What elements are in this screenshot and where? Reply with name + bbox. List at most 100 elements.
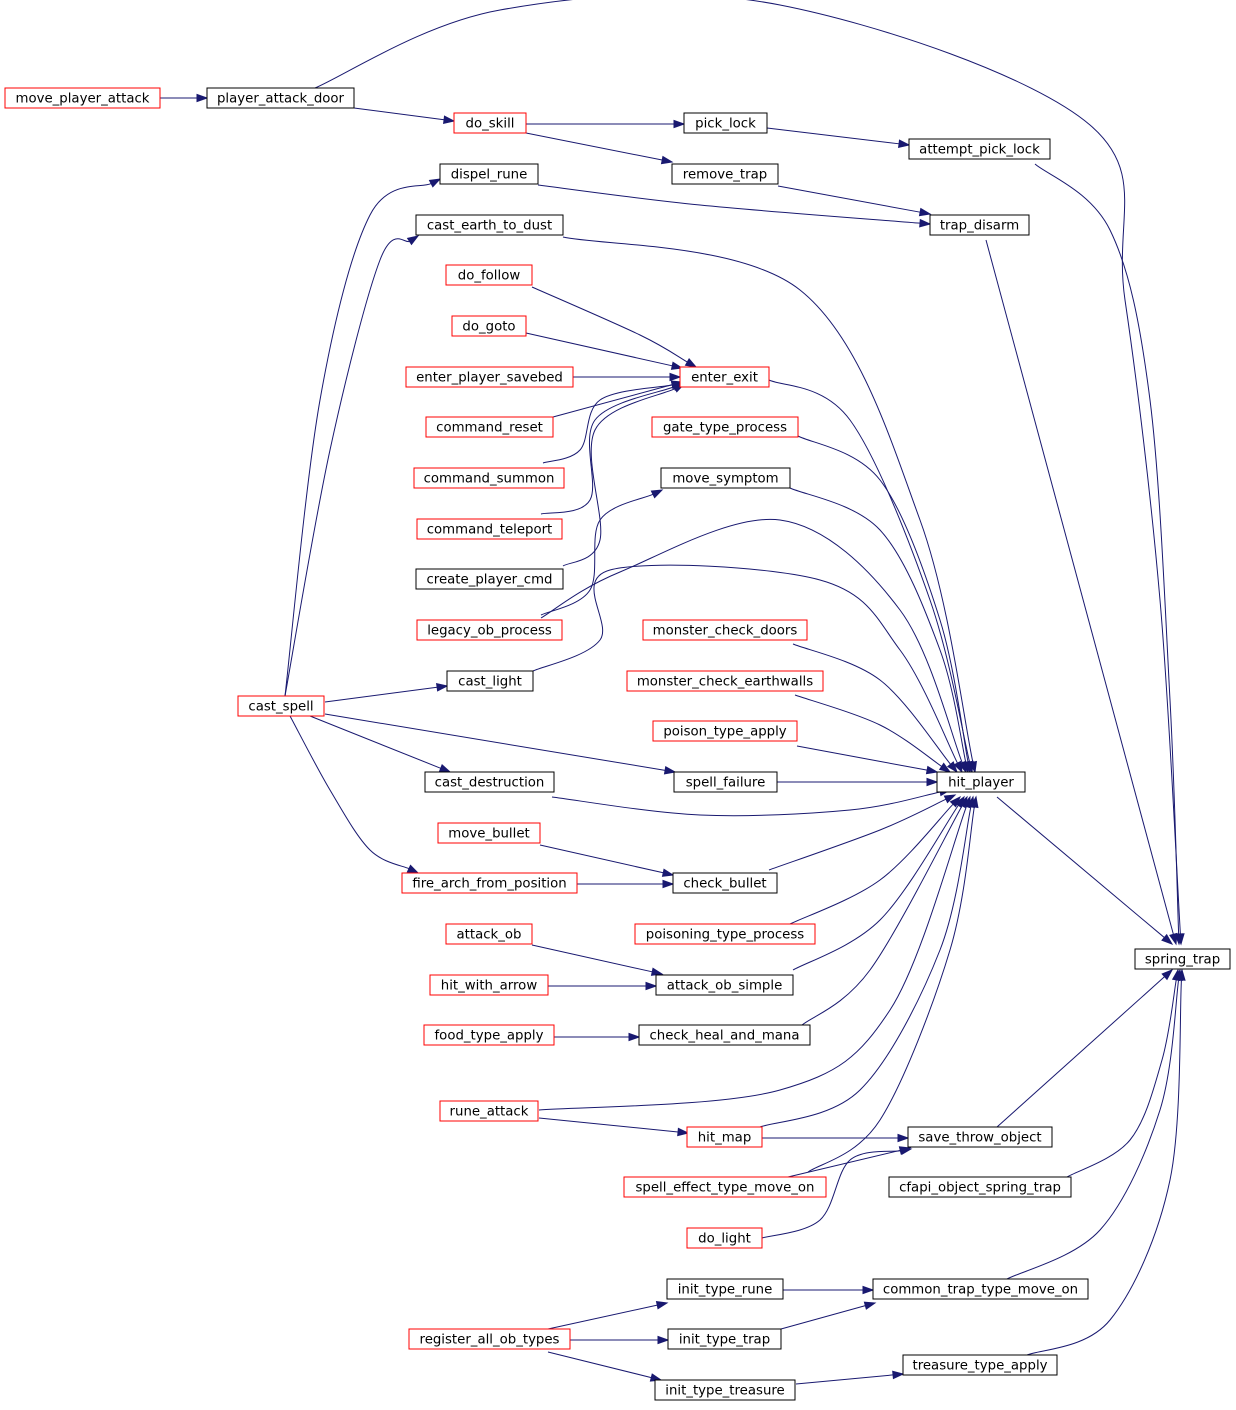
node-command_summon[interactable]: command_summon <box>413 467 565 489</box>
node-attack_ob[interactable]: attack_ob <box>445 923 533 945</box>
node-box[interactable] <box>405 366 574 388</box>
node-box[interactable] <box>416 518 563 540</box>
node-move_symptom[interactable]: move_symptom <box>660 467 791 489</box>
node-cast_light[interactable]: cast_light <box>446 670 534 692</box>
node-trap_disarm[interactable]: trap_disarm <box>929 214 1030 236</box>
node-box[interactable] <box>425 416 554 438</box>
node-move_player_attack[interactable]: move_player_attack <box>4 87 161 109</box>
node-box[interactable] <box>671 163 779 185</box>
node-box[interactable] <box>453 112 527 134</box>
node-box[interactable] <box>437 822 541 844</box>
node-food_type_apply[interactable]: food_type_apply <box>423 1024 555 1046</box>
node-command_reset[interactable]: command_reset <box>425 416 554 438</box>
node-box[interactable] <box>908 138 1051 160</box>
node-box[interactable] <box>423 1024 555 1046</box>
node-do_skill[interactable]: do_skill <box>453 112 527 134</box>
node-box[interactable] <box>660 467 791 489</box>
node-treasure_type_apply[interactable]: treasure_type_apply <box>902 1354 1058 1376</box>
node-box[interactable] <box>652 720 798 742</box>
node-box[interactable] <box>237 695 325 717</box>
node-move_bullet[interactable]: move_bullet <box>437 822 541 844</box>
node-box[interactable] <box>445 923 533 945</box>
node-box[interactable] <box>206 87 355 109</box>
node-box[interactable] <box>416 619 563 641</box>
node-box[interactable] <box>451 315 527 337</box>
node-box[interactable] <box>445 264 533 286</box>
node-register_all_ob_types[interactable]: register_all_ob_types <box>408 1328 571 1350</box>
node-box[interactable] <box>642 619 808 641</box>
node-box[interactable] <box>686 1227 763 1249</box>
node-common_trap_type_move_on[interactable]: common_trap_type_move_on <box>872 1278 1089 1300</box>
node-player_attack_door[interactable]: player_attack_door <box>206 87 355 109</box>
node-box[interactable] <box>666 1278 784 1300</box>
node-create_player_cmd[interactable]: create_player_cmd <box>415 568 564 590</box>
node-box[interactable] <box>413 467 565 489</box>
node-attack_ob_simple[interactable]: attack_ob_simple <box>655 974 794 996</box>
node-box[interactable] <box>634 923 816 945</box>
node-poisoning_type_process[interactable]: poisoning_type_process <box>634 923 816 945</box>
node-pick_lock[interactable]: pick_lock <box>683 112 768 134</box>
node-do_light[interactable]: do_light <box>686 1227 763 1249</box>
node-box[interactable] <box>623 1176 827 1198</box>
node-monster_check_earthwalls[interactable]: monster_check_earthwalls <box>626 670 824 692</box>
node-box[interactable] <box>626 670 824 692</box>
node-cast_spell[interactable]: cast_spell <box>237 695 325 717</box>
node-box[interactable] <box>907 1126 1053 1148</box>
node-box[interactable] <box>679 366 770 388</box>
node-box[interactable] <box>638 1024 811 1046</box>
node-rune_attack[interactable]: rune_attack <box>439 1100 539 1122</box>
node-box[interactable] <box>446 670 534 692</box>
node-box[interactable] <box>683 112 768 134</box>
node-box[interactable] <box>673 771 778 793</box>
node-box[interactable] <box>439 163 539 185</box>
node-box[interactable] <box>655 974 794 996</box>
node-cast_earth_to_dust[interactable]: cast_earth_to_dust <box>415 214 564 236</box>
node-enter_player_savebed[interactable]: enter_player_savebed <box>405 366 574 388</box>
node-spell_effect_type_move_on[interactable]: spell_effect_type_move_on <box>623 1176 827 1198</box>
node-box[interactable] <box>651 416 799 438</box>
node-attempt_pick_lock[interactable]: attempt_pick_lock <box>908 138 1051 160</box>
node-box[interactable] <box>902 1354 1058 1376</box>
node-check_bullet[interactable]: check_bullet <box>672 872 778 894</box>
node-spell_failure[interactable]: spell_failure <box>673 771 778 793</box>
node-box[interactable] <box>408 1328 571 1350</box>
node-box[interactable] <box>429 974 549 996</box>
node-do_follow[interactable]: do_follow <box>445 264 533 286</box>
node-box[interactable] <box>415 568 564 590</box>
node-box[interactable] <box>654 1379 796 1401</box>
node-dispel_rune[interactable]: dispel_rune <box>439 163 539 185</box>
node-box[interactable] <box>4 87 161 109</box>
node-hit_map[interactable]: hit_map <box>686 1126 763 1148</box>
node-init_type_rune[interactable]: init_type_rune <box>666 1278 784 1300</box>
node-box[interactable] <box>672 872 778 894</box>
node-init_type_treasure[interactable]: init_type_treasure <box>654 1379 796 1401</box>
node-legacy_ob_process[interactable]: legacy_ob_process <box>416 619 563 641</box>
node-box[interactable] <box>888 1176 1072 1198</box>
node-remove_trap[interactable]: remove_trap <box>671 163 779 185</box>
node-box[interactable] <box>686 1126 763 1148</box>
node-monster_check_doors[interactable]: monster_check_doors <box>642 619 808 641</box>
node-box[interactable] <box>424 771 555 793</box>
node-cfapi_object_spring_trap[interactable]: cfapi_object_spring_trap <box>888 1176 1072 1198</box>
node-hit_player[interactable]: hit_player <box>936 771 1026 793</box>
node-do_goto[interactable]: do_goto <box>451 315 527 337</box>
node-box[interactable] <box>667 1328 782 1350</box>
node-box[interactable] <box>929 214 1030 236</box>
node-cast_destruction[interactable]: cast_destruction <box>424 771 555 793</box>
node-hit_with_arrow[interactable]: hit_with_arrow <box>429 974 549 996</box>
node-poison_type_apply[interactable]: poison_type_apply <box>652 720 798 742</box>
node-gate_type_process[interactable]: gate_type_process <box>651 416 799 438</box>
node-box[interactable] <box>1134 948 1231 970</box>
node-box[interactable] <box>872 1278 1089 1300</box>
node-box[interactable] <box>415 214 564 236</box>
node-check_heal_and_mana[interactable]: check_heal_and_mana <box>638 1024 811 1046</box>
node-enter_exit[interactable]: enter_exit <box>679 366 770 388</box>
node-save_throw_object[interactable]: save_throw_object <box>907 1126 1053 1148</box>
node-command_teleport[interactable]: command_teleport <box>416 518 563 540</box>
node-init_type_trap[interactable]: init_type_trap <box>667 1328 782 1350</box>
node-box[interactable] <box>401 872 578 894</box>
node-box[interactable] <box>936 771 1026 793</box>
node-spring_trap[interactable]: spring_trap <box>1134 948 1231 970</box>
node-box[interactable] <box>439 1100 539 1122</box>
node-fire_arch_from_position[interactable]: fire_arch_from_position <box>401 872 578 894</box>
